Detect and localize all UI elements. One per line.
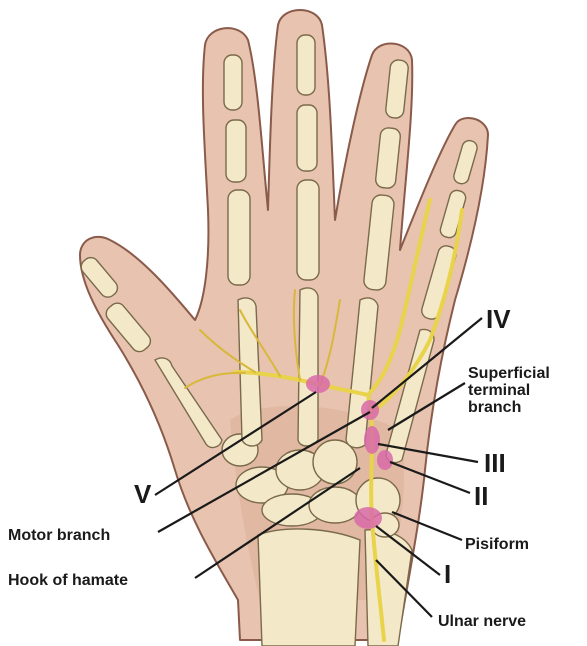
label-superficial-line3: branch xyxy=(468,399,521,416)
zone-iv xyxy=(361,400,379,420)
label-superficial-line1: Superficial xyxy=(468,365,550,382)
zone-v xyxy=(306,375,330,393)
label-iv: IV xyxy=(486,304,511,334)
label-i: I xyxy=(444,559,451,589)
forearm-bones xyxy=(258,529,412,646)
zone-ii xyxy=(377,450,393,470)
zone-iii xyxy=(364,426,380,454)
label-hook-of-hamate: Hook of hamate xyxy=(8,572,128,589)
label-pisiform: Pisiform xyxy=(465,536,529,553)
label-ii: II xyxy=(474,481,488,511)
label-iii: III xyxy=(484,448,506,478)
label-superficial-line2: terminal xyxy=(468,382,530,399)
zone-i xyxy=(354,507,382,529)
label-motor-branch: Motor branch xyxy=(8,527,110,544)
label-ulnar-nerve: Ulnar nerve xyxy=(438,613,526,630)
label-v: V xyxy=(134,479,152,509)
